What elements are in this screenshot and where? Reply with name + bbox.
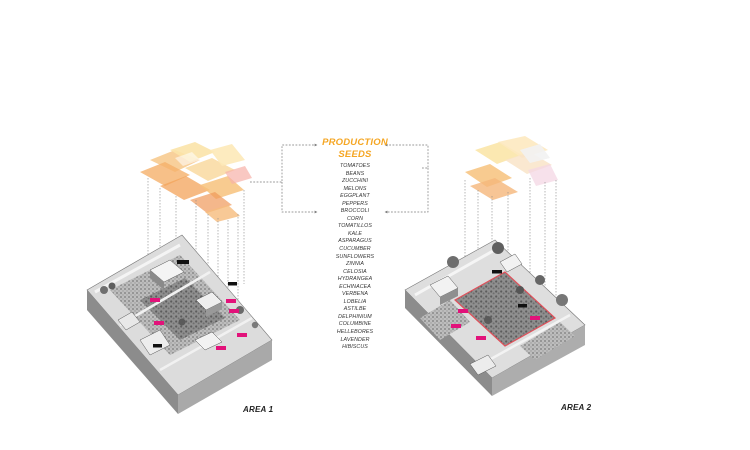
- legend-title-production: PRODUCTION: [322, 137, 388, 148]
- seed-list-item: SUNFLOWERS: [335, 253, 375, 260]
- seed-list-item: DELPHINIUM: [338, 313, 372, 320]
- seed-list-item: LOBELIA: [343, 298, 367, 305]
- seed-list-item: HIBISCUS: [342, 344, 368, 351]
- seed-list-item: COLUMBINE: [338, 321, 372, 328]
- seed-list-item: EGGPLANT: [340, 193, 370, 200]
- seed-list-item: HELLEBORES: [336, 329, 374, 336]
- seed-list-item: ZUCCHINI: [341, 178, 369, 185]
- seed-list-item: CELOSIA: [343, 268, 367, 275]
- legend-title-seeds: SEEDS: [338, 149, 372, 160]
- seed-list-item: PEPPERS: [342, 200, 368, 207]
- seed-list-item: ZINNIA: [346, 261, 364, 268]
- seed-list-item: BEANS: [345, 170, 365, 177]
- area1-canopy: [140, 142, 252, 222]
- seed-list-item: HYDRANGEA: [337, 276, 373, 283]
- seed-list-item: BROCCOLI: [340, 208, 370, 215]
- seed-list-item: ASTILBE: [343, 306, 367, 313]
- seed-list-item: TOMATILLOS: [337, 223, 373, 230]
- area-1-label: AREA 1: [243, 405, 274, 414]
- area-2-label: AREA 2: [561, 403, 592, 412]
- seed-list-item: LAVENDER: [340, 336, 370, 343]
- area1-block: [86, 234, 273, 414]
- seed-arrows: [250, 143, 429, 214]
- seed-list-item: MELONS: [343, 185, 367, 192]
- seed-list-item: ASPARAGUS: [338, 238, 372, 245]
- seed-list-item: TOMATOES: [340, 163, 370, 169]
- seed-list-item: CUCUMBER: [339, 246, 371, 253]
- seed-list-item: ECHINACEA: [339, 283, 371, 290]
- seed-list-item: VERBENA: [341, 291, 368, 298]
- area2-block: [404, 239, 586, 396]
- seed-list-item: CORN: [347, 215, 363, 222]
- area2-canopy: [465, 136, 558, 200]
- seed-list-item: KALE: [348, 230, 362, 237]
